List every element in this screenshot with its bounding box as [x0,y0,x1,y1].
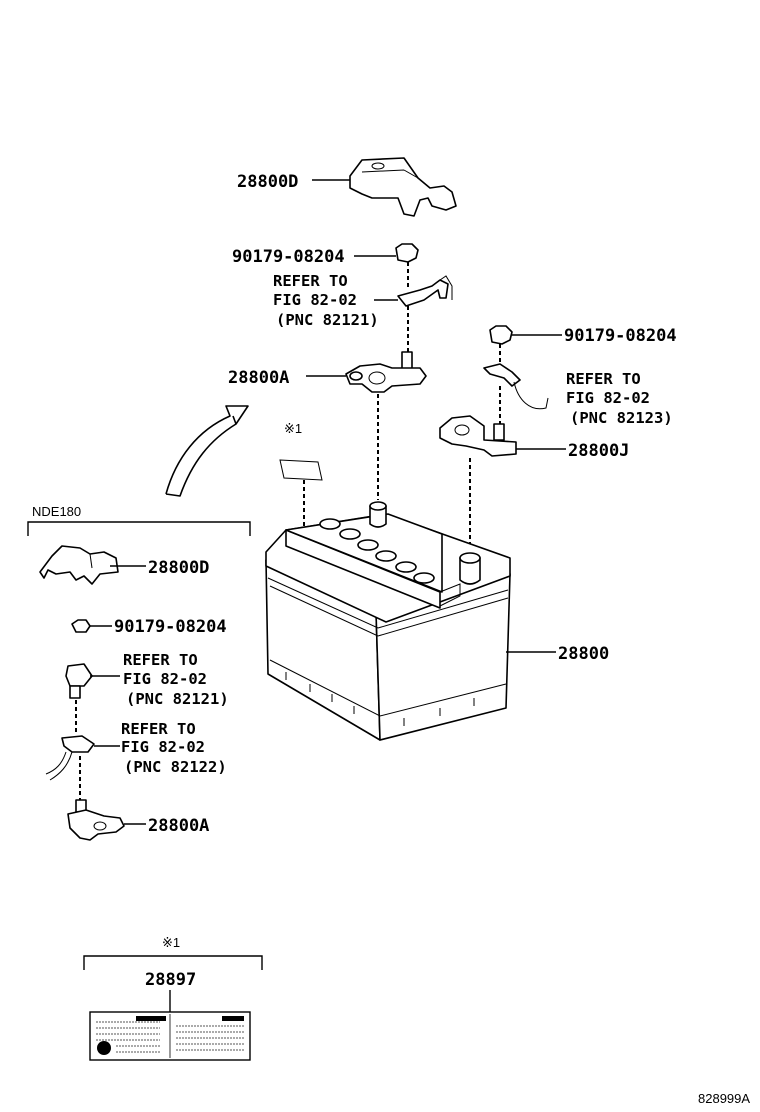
bolt-right [489,325,513,345]
label-clamp-right: 28800J [568,441,629,461]
label-box-part: 28897 [145,970,196,990]
bolt-top [395,243,419,263]
curved-arrow [165,405,249,497]
refer-right-line3: (PNC 82123) [570,409,673,427]
clamp-right [439,415,517,457]
inset-terminal-b [45,735,95,781]
label-bolt-top: 90179-08204 [232,247,345,267]
battery [265,501,511,741]
refer-right-line2: FIG 82-02 [566,389,650,407]
inset-label-clamp: 28800A [148,816,209,836]
refer-top-line2: FIG 82-02 [273,291,357,309]
clamp-top [345,351,427,393]
inset-refer-a-line1: REFER TO [123,651,198,669]
figure-id: 828999A [698,1091,750,1106]
inset-refer-a-line2: FIG 82-02 [123,670,207,688]
refer-top-line3: (PNC 82121) [276,311,379,329]
label-bolt-right: 90179-08204 [564,326,677,346]
terminal-cover-top [349,157,457,217]
inset-refer-b-line1: REFER TO [121,720,196,738]
label-battery: 28800 [558,644,609,664]
cable-terminal-top [397,275,453,307]
inset-refer-b-line2: FIG 82-02 [121,738,205,756]
inset-clamp [67,799,125,841]
refer-right-line1: REFER TO [566,370,641,388]
inset-cover [39,545,119,585]
inset-label-cover: 28800D [148,558,209,578]
inset-refer-a-line3: (PNC 82121) [126,690,229,708]
label-cover-top: 28800D [237,172,298,192]
sticker-position [279,459,323,481]
label-box-marker: ※1 [162,935,180,950]
refer-top-line1: REFER TO [273,272,348,290]
caution-label [89,1011,251,1061]
label-clamp-top: 28800A [228,368,289,388]
inset-refer-b-line3: (PNC 82122) [124,758,227,776]
inset-terminal-a [65,663,93,699]
inset-bracket [27,521,251,536]
label-box-bracket [83,955,263,970]
cable-terminal-right [483,363,549,410]
inset-title: NDE180 [32,504,81,519]
inset-label-bolt: 90179-08204 [114,617,227,637]
inset-bolt [71,619,91,633]
note-marker: ※1 [284,421,302,436]
